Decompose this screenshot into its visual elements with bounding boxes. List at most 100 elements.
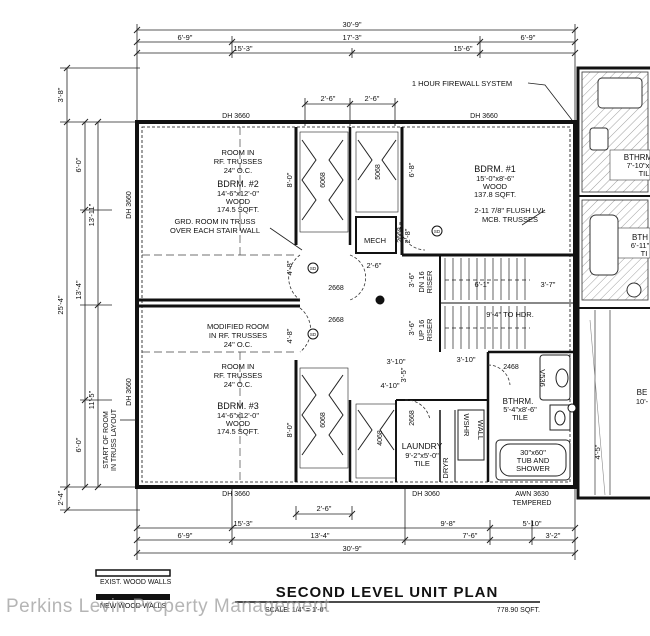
dim-in-2-6-hall: 2'-6": [367, 261, 382, 270]
tag-2668-a: 2668: [328, 285, 344, 292]
flush-note-1: 2-11 7/8" FLUSH LVL: [474, 206, 545, 215]
truss-start-note: START OF ROOM IN TRUSS LAYOUT: [103, 408, 118, 471]
wall-label: WALL: [476, 420, 485, 440]
dim-in-3-10-a: 3'-10": [386, 357, 405, 366]
dim-in-6-1: 6'-1": [475, 280, 490, 289]
dim-top-15-3: 15'-3": [233, 44, 252, 53]
smoke-detector-3: [431, 225, 443, 237]
bdrm2-l2: RF. TRUSSES: [214, 157, 263, 166]
neighbor-bed-l2: 10'-: [636, 397, 649, 406]
bdrm3-l7: 174.5 SQFT.: [217, 427, 259, 436]
dim-top-6-9-a: 6'-9": [178, 33, 193, 42]
dim-left-3-8: 3'-8": [56, 87, 65, 102]
tag-6068-b: 6068: [320, 412, 327, 428]
leader-lines: [120, 82, 573, 421]
main-unit-walls: [135, 120, 577, 489]
dim-top-2-6-a: 2'-6": [321, 94, 336, 103]
tag-dh-top-left: DH 3660: [222, 113, 250, 120]
dim-in-3-6-b: 3'-6": [407, 320, 416, 335]
neighbor-bthrm1-l1: BTHRM: [624, 153, 650, 162]
smoke-detector-1: [307, 262, 319, 274]
smoke-detector-5: [567, 403, 577, 413]
tag-sd-1: SD: [310, 266, 317, 271]
laundry-l1: LAUNDRY: [402, 441, 443, 451]
modified-l3: 24" O.C.: [224, 340, 253, 349]
dim-top-total: 30'-9": [342, 20, 361, 29]
bdrm3-l3: 24" O.C.: [224, 380, 253, 389]
dim-in-4-8-a: 4'-8": [285, 260, 294, 275]
dim-in-8-0-a: 8'-0": [285, 172, 294, 187]
dim-in-6-8: 6'-8": [407, 162, 416, 177]
top-dimension-lines: [136, 24, 576, 126]
tub-l2: TUB AND: [517, 456, 550, 465]
laundry-l3: TILE: [414, 459, 430, 468]
dim-in-4-5: 4'-5": [593, 444, 602, 459]
dim-bot-15-3: 15'-3": [233, 519, 252, 528]
bthrm-l1: BTHRM.: [503, 397, 534, 406]
neighbor-bed-l1: BE: [637, 388, 648, 397]
bath-fixtures: [457, 354, 571, 481]
dim-in-8-0-b: 8'-0": [285, 422, 294, 437]
dim-top-15-6: 15'-6": [453, 44, 472, 53]
legend: EXIST. WOOD WALLS NEW WOOD WALLS: [95, 569, 172, 610]
dim-in-3-5: 3'-5": [399, 367, 408, 382]
tag-awn-1: AWN 3630: [515, 491, 549, 498]
tag-dh-left-top: DH 3660: [126, 191, 133, 219]
tag-dh-bot-left: DH 3660: [222, 491, 250, 498]
dim-in-2-8: 2'-8": [403, 228, 412, 243]
bdrm1-l1: BDRM. #1: [474, 164, 516, 174]
dim-bot-13-4: 13'-4": [310, 531, 329, 540]
neighbor-bthrm2-l3: TI: [641, 249, 648, 258]
up16-l2: RISER: [425, 318, 434, 342]
bdrm1-l2: 15'-0"x8'-6": [476, 174, 514, 183]
bthrm-l2: 5'-4"x8'-6": [503, 405, 537, 414]
dim-in-4-8-b: 4'-8": [285, 328, 294, 343]
tag-dh-top-right: DH 3660: [470, 113, 498, 120]
tag-2668-laundry: 2668: [409, 410, 416, 426]
top-dimension-ticks: [133, 26, 579, 108]
bthrm-l3: TILE: [512, 413, 528, 422]
dim-top-17-3: 17'-3": [342, 33, 361, 42]
neighbor-bthrm1-l2: 7'-10"x: [627, 161, 650, 170]
tag-2468: 2468: [503, 364, 519, 371]
left-dimension-text: 3'-8" 6'-0" 25'-4" 13'-11" 13'-4" 11'-5"…: [56, 87, 96, 505]
legend-new-label: NEW WOOD WALLS: [100, 603, 167, 610]
room-labels: ROOM IN RF. TRUSSES 24" O.C. BDRM. #2 14…: [170, 148, 650, 479]
bdrm2-l6: WOOD: [226, 197, 251, 206]
grd-note-1: GRD. ROOM IN TRUSS: [174, 217, 255, 226]
dim-in-3-10-b: 3'-10": [456, 355, 475, 364]
bdrm3-l2: RF. TRUSSES: [214, 371, 263, 380]
dimension-text: 30'-9" 6'-9" 17'-3" 6'-9" 15'-3" 15'-6" …: [178, 20, 602, 553]
plan-area: 778.90 SQFT.: [497, 607, 540, 614]
legend-new-swatch: [96, 594, 170, 600]
neighbor-bthrm1-l3: TIL: [639, 169, 650, 178]
bdrm3-l5: 14'-6"x12'-0": [217, 411, 259, 420]
dim-left-13-4: 13'-4": [74, 280, 83, 299]
mech-label: MECH: [364, 236, 386, 245]
grd-note-2: OVER EACH STAIR WALL: [170, 226, 260, 235]
smoke-detector-4: [375, 295, 385, 305]
tag-2668-b: 2668: [328, 317, 344, 324]
dim-bot-9-8: 9'-8": [441, 519, 456, 528]
bdrm3-l1: ROOM IN: [222, 362, 255, 371]
flush-note-2: MCB. TRUSSES: [482, 215, 538, 224]
dim-top-2-6-b: 2'-6": [365, 94, 380, 103]
modified-l2: IN RF. TRUSSES: [209, 331, 267, 340]
tag-5068: 5068: [375, 164, 382, 180]
truss-start-1: START OF ROOM: [103, 411, 110, 469]
dim-bot-3-2: 3'-2": [546, 531, 561, 540]
watermark: Perkins Levin Property Management: [6, 596, 330, 617]
tag-4068: 4068: [377, 430, 384, 446]
dim-bot-total: 30'-9": [342, 544, 361, 553]
tag-2668-mech: 2668: [397, 227, 404, 243]
laundry-l2: 9'-2"x5'-0": [405, 451, 439, 460]
bdrm2-l5: 14'-6"x12'-0": [217, 189, 259, 198]
dim-left-2-4: 2'-4": [56, 490, 65, 505]
bdrm3-l4: BDRM. #3: [217, 401, 259, 411]
washer-label: WSHR: [462, 414, 471, 437]
bdrm2-l4: BDRM. #2: [217, 179, 259, 189]
bdrm2-l7: 174.5 SQFT.: [217, 205, 259, 214]
plan-scale: SCALE: 1/4" = 1'-0": [265, 607, 326, 614]
